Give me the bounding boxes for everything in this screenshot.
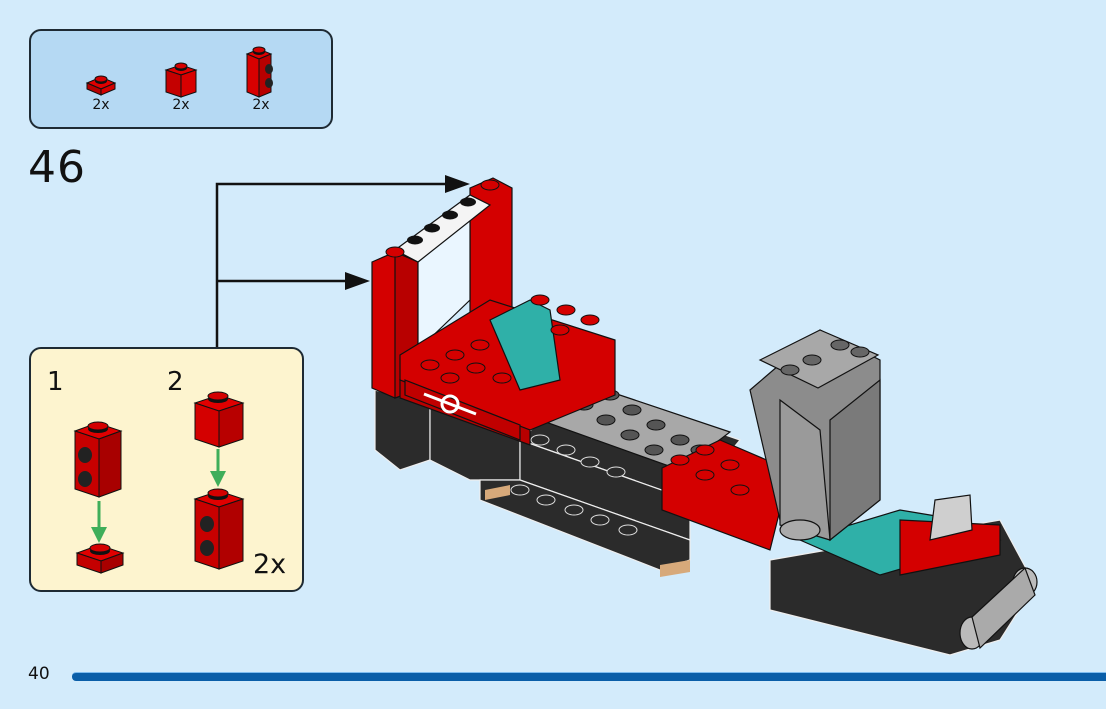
sub-step-label: 1 <box>47 367 64 397</box>
red-plate-icon <box>75 543 125 574</box>
sub-assembly-illustration <box>73 391 245 574</box>
assembly-arrow-icon <box>210 471 226 487</box>
parts-list-box: 2x 2x 2x <box>29 29 333 129</box>
progress-bar <box>72 672 1106 681</box>
railway-logo-icon <box>423 392 477 416</box>
assembly-arrow-icon <box>91 527 107 543</box>
part-quantity: 2x <box>92 97 110 113</box>
chassis-front <box>374 389 521 481</box>
red-studs <box>385 179 600 384</box>
red-brick-icon <box>193 391 245 448</box>
part-item: 2x <box>81 69 121 129</box>
part-quantity: 2x <box>172 97 190 113</box>
arrow-head-icon <box>445 175 470 193</box>
sub-assembly-multiplier: 2x <box>253 549 287 580</box>
red-plate-1x1-icon <box>85 75 117 96</box>
dark-studs <box>510 434 638 536</box>
sub-step-label: 2 <box>167 367 184 397</box>
part-item: 2x <box>241 45 281 131</box>
red-brick-1x1-icon <box>164 62 198 98</box>
connector-line-top <box>215 182 455 347</box>
side-stud-brick-icon <box>193 488 245 570</box>
step-number: 46 <box>28 142 86 193</box>
sub-assembly-box: 1 2 <box>29 347 304 592</box>
page-number: 40 <box>28 664 50 684</box>
bumper-icon <box>959 566 1038 650</box>
side-stud-brick-icon <box>73 421 123 498</box>
part-quantity: 2x <box>252 97 270 113</box>
arrow-head-icon <box>345 272 370 290</box>
red-side-stud-brick-icon <box>245 46 273 98</box>
part-item: 2x <box>161 59 201 129</box>
window-studs <box>407 197 476 245</box>
